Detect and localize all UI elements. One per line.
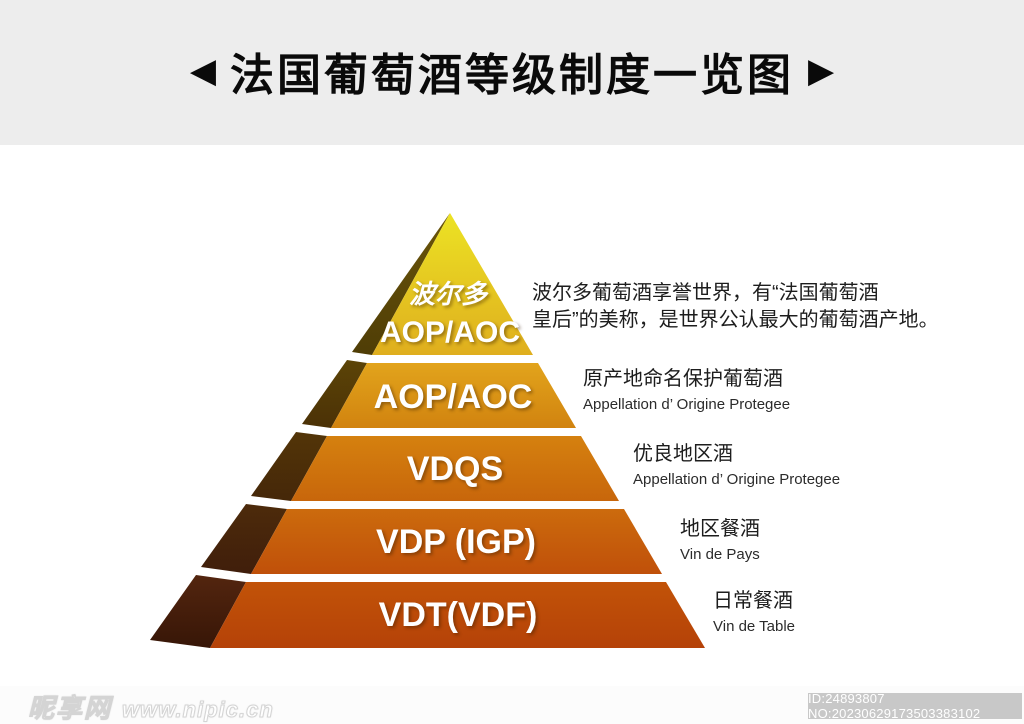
annotation-vdqs: 优良地区酒 Appellation d’ Origine Protegee xyxy=(633,441,840,490)
footer-bar: 昵享网 www.nipic.cn ID:24893807 NO:20230629… xyxy=(0,686,1024,724)
tier-side-aop xyxy=(302,360,367,428)
page-title-text: 法国葡萄酒等级制度一览图 xyxy=(230,50,794,100)
tier-front-vdqs xyxy=(291,436,619,501)
tier-label-vdp: VDP (IGP) xyxy=(376,523,536,561)
tier-side-bordeaux xyxy=(352,213,450,355)
watermark-url: www.nipic.cn xyxy=(122,697,274,723)
tier-side-vdp xyxy=(201,504,287,574)
watermark: 昵享网 www.nipic.cn xyxy=(27,688,274,724)
page-title: ◀ 法国葡萄酒等级制度一览图 ▶ xyxy=(190,39,834,103)
left-triangle-icon: ◀ xyxy=(189,51,216,90)
annotation-vdt-latin: Vin de Table xyxy=(713,618,796,635)
tier-front-vdt xyxy=(210,582,705,648)
annotation-vdqs-cn: 优良地区酒 xyxy=(633,443,733,465)
annotation-bordeaux: 波尔多葡萄酒享誉世界，有“法国葡萄酒 皇后”的美称，是世界公认最大的葡萄酒产地。 xyxy=(532,280,939,334)
tier-front-bordeaux xyxy=(372,213,533,355)
header-bar: ◀ 法国葡萄酒等级制度一览图 ▶ xyxy=(0,0,1024,145)
tier-side-vdt xyxy=(150,575,246,648)
image-id-badge: ID:24893807 NO:20230629173503383102 xyxy=(808,691,1022,721)
annotation-bordeaux-line2: 皇后”的美称，是世界公认最大的葡萄酒产地。 xyxy=(532,309,939,331)
tier-front-aop xyxy=(331,363,576,428)
tier-front-vdp xyxy=(251,509,662,574)
annotation-vdt: 日常餐酒 Vin de Table xyxy=(713,588,795,637)
tier-label-vdqs: VDQS xyxy=(407,450,503,488)
annotation-aop-cn: 原产地命名保护葡萄酒 xyxy=(583,368,783,390)
tier-label-aop: AOP/AOC xyxy=(374,378,533,416)
tier-region-label-bordeaux: 波尔多 xyxy=(409,279,489,309)
nipic-logo: 昵享网 xyxy=(27,693,113,724)
annotation-aop-latin: Appellation d’ Origine Protegee xyxy=(583,396,791,413)
annotation-vdqs-latin: Appellation d’ Origine Protegee xyxy=(633,471,841,488)
annotation-aop: 原产地命名保护葡萄酒 Appellation d’ Origine Proteg… xyxy=(583,366,790,415)
tier-label-bordeaux: AOP/AOC xyxy=(380,316,520,349)
annotation-vdp-cn: 地区餐酒 xyxy=(680,518,760,540)
annotation-vdp: 地区餐酒 Vin de Pays xyxy=(680,516,760,565)
annotation-bordeaux-line1: 波尔多葡萄酒享誉世界，有“法国葡萄酒 xyxy=(532,282,879,304)
annotation-vdp-latin: Vin de Pays xyxy=(680,546,760,563)
annotation-vdt-cn: 日常餐酒 xyxy=(713,590,793,612)
tier-label-vdt: VDT(VDF) xyxy=(379,596,538,634)
tier-side-vdqs xyxy=(251,432,327,501)
right-triangle-icon: ▶ xyxy=(808,51,835,90)
